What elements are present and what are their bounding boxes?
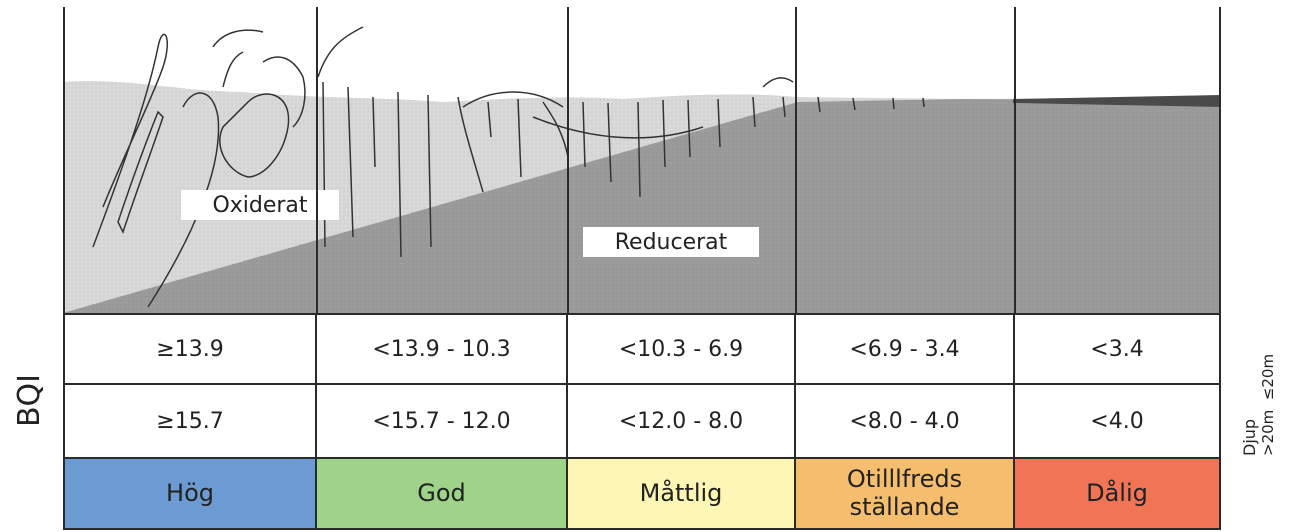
reduced-sediment <box>63 99 1221 313</box>
class-dalig: Dålig <box>1015 459 1221 530</box>
sediment-profile-diagram: Oxiderat Reducerat <box>63 7 1221 313</box>
organisms <box>92 26 925 308</box>
bqi-text: BQI <box>12 373 48 427</box>
depth-values: >20m ≤20m <box>1259 353 1277 456</box>
table-cell: <10.3 - 6.9 <box>568 313 796 385</box>
table-cell: ≥13.9 <box>63 313 317 385</box>
class-mattlig: Måttlig <box>568 459 796 530</box>
bqi-axis-label: BQI <box>10 350 50 450</box>
column-dividers <box>63 7 1221 313</box>
oxidized-label: Oxiderat <box>212 193 307 218</box>
surface-layer <box>1013 95 1221 107</box>
table-cell: <13.9 - 10.3 <box>317 313 568 385</box>
table-cell: <12.0 - 8.0 <box>568 385 796 459</box>
depth-axis-label: Djup >20m ≤20m <box>1226 316 1292 456</box>
table-cell: <3.4 <box>1015 313 1221 385</box>
table-cell: <4.0 <box>1015 385 1221 459</box>
depth-title: Djup <box>1240 418 1259 456</box>
reduced-label-box <box>583 227 759 257</box>
class-hog: Hög <box>63 459 317 530</box>
table-cell: ≥15.7 <box>63 385 317 459</box>
class-otillfredsstallande: Otilllfreds ställande <box>796 459 1015 530</box>
oxidized-label-box <box>181 190 339 220</box>
table-cell: <6.9 - 3.4 <box>796 313 1015 385</box>
table-cell: <15.7 - 12.0 <box>317 385 568 459</box>
table-cell: <8.0 - 4.0 <box>796 385 1015 459</box>
bqi-table: ≥13.9 <13.9 - 10.3 <10.3 - 6.9 <6.9 - 3.… <box>63 313 1221 530</box>
reduced-label: Reducerat <box>615 230 728 255</box>
class-god: God <box>317 459 568 530</box>
